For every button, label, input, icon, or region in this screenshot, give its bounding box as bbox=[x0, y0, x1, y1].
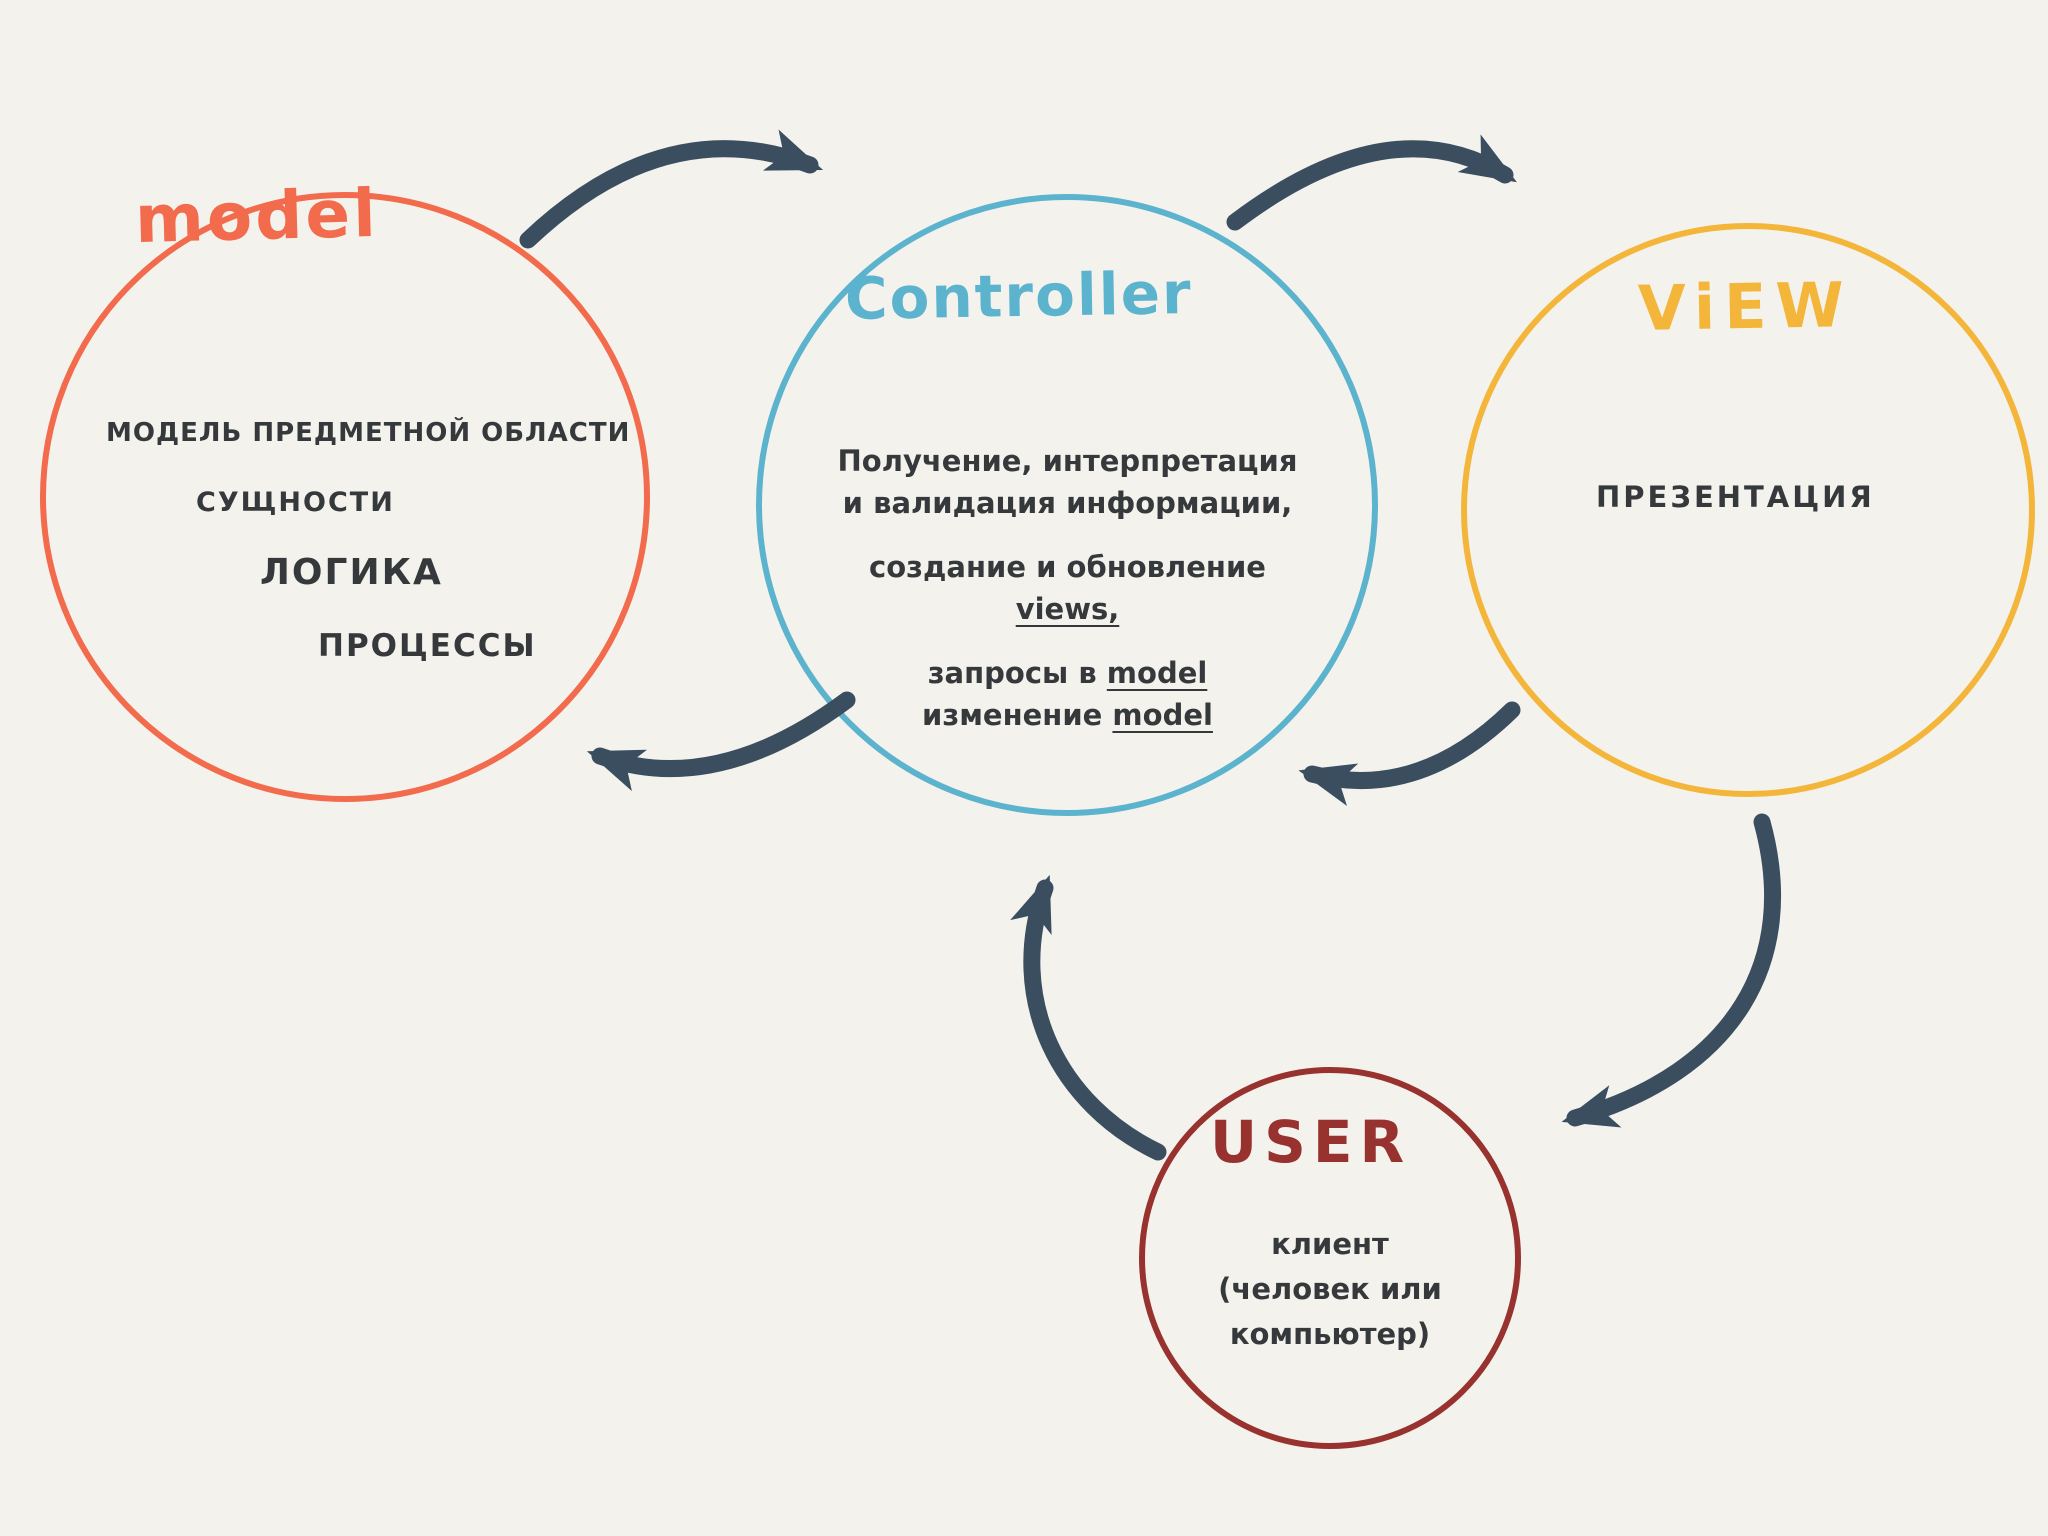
controller-line-create-update: создание и обновление bbox=[869, 550, 1266, 585]
controller-circle bbox=[756, 194, 1378, 816]
user-line-computer: компьютер) bbox=[1229, 1316, 1431, 1351]
model-node-title: model bbox=[134, 174, 380, 259]
controller-node-title: Controller bbox=[844, 258, 1194, 334]
model-line-domain: МОДЕЛЬ ПРЕДМЕТНОЙ ОБЛАСТИ bbox=[106, 418, 631, 448]
controller-word-views: views, bbox=[1015, 592, 1120, 627]
controller-line-receive: Получение, интерпретация bbox=[837, 444, 1298, 478]
controller-line-requests: запросы в bbox=[927, 656, 1107, 691]
model-circle bbox=[40, 192, 650, 802]
arrow-view-to-controller bbox=[1298, 701, 1521, 806]
controller-line-change: изменение bbox=[922, 698, 1113, 733]
controller-line-validate: и валидация информации, bbox=[842, 486, 1293, 521]
view-line-presentation: ПРЕЗЕНТАЦИЯ bbox=[1596, 480, 1875, 514]
model-line-processes: ПРОЦЕССЫ bbox=[318, 628, 537, 664]
user-line-human-or: (человек или bbox=[1218, 1271, 1442, 1306]
controller-paragraph-views: создание и обновление views, bbox=[790, 546, 1345, 630]
arrow-model-to-controller bbox=[519, 129, 824, 249]
controller-paragraph-validation: Получение, интерпретация и валидация инф… bbox=[790, 440, 1345, 524]
arrow-controller-to-view bbox=[1226, 134, 1517, 231]
user-line-client: клиент bbox=[1271, 1227, 1389, 1261]
model-line-entities: СУЩНОСТИ bbox=[196, 487, 395, 518]
view-circle bbox=[1461, 223, 2035, 797]
view-node-title: ViEW bbox=[1637, 268, 1854, 345]
controller-word-model-2: model bbox=[1112, 698, 1213, 733]
controller-body-text: Получение, интерпретация и валидация инф… bbox=[790, 440, 1345, 758]
user-node-title: USER bbox=[1210, 1108, 1412, 1176]
user-body-text: клиент (человек или компьютер) bbox=[1140, 1222, 1520, 1357]
controller-word-model-1: model bbox=[1106, 656, 1208, 691]
arrow-controller-to-model bbox=[586, 691, 856, 792]
controller-paragraph-model: запросы в model изменение model bbox=[790, 652, 1345, 736]
arrow-user-to-controller bbox=[1010, 874, 1167, 1161]
model-line-logic: ЛОГИКА bbox=[260, 552, 443, 593]
user-circle bbox=[1139, 1067, 1521, 1449]
arrow-view-to-user bbox=[1561, 813, 1782, 1128]
